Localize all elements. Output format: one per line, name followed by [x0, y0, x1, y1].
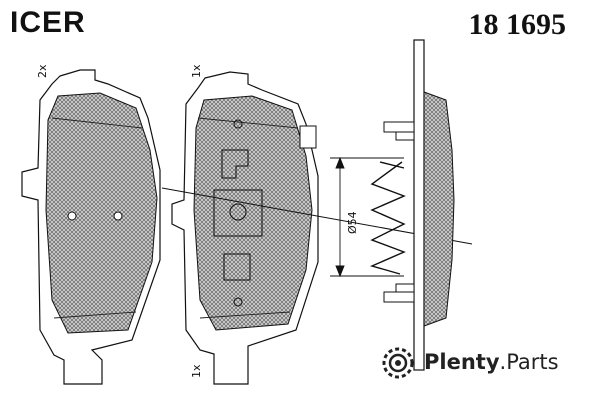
brake-pad-left: 2x — [21, 64, 161, 385]
pad-hole-left-1 — [67, 211, 77, 221]
quantity-label-left: 2x — [36, 64, 49, 78]
spring-clip-outline — [213, 119, 263, 307]
side-spring — [369, 161, 406, 275]
watermark-brand-suffix: .Parts — [499, 350, 559, 374]
quantity-label-middle-bottom: 1x — [190, 364, 203, 378]
quantity-label-middle-top: 1x — [190, 64, 203, 78]
pad-groove-left-2 — [53, 311, 137, 319]
diameter-label: Ø54 — [346, 211, 359, 234]
pad-hole-left-2 — [113, 211, 123, 221]
side-clip-bottom — [383, 283, 415, 303]
friction-material-left — [45, 92, 158, 334]
diameter-dimension — [330, 156, 404, 278]
wear-sensor-clip — [299, 125, 317, 149]
gear-wrench-icon — [382, 347, 414, 379]
watermark-brand-main: Plenty — [424, 350, 500, 374]
part-number: 18 1695 — [468, 8, 567, 41]
pad-groove-middle — [197, 117, 299, 129]
pad-groove-middle-2 — [199, 311, 291, 319]
pad-groove-left — [51, 117, 143, 129]
side-clip-top — [383, 121, 415, 141]
friction-material-middle — [193, 95, 313, 331]
brake-pad-side-view: Ø54 — [330, 39, 455, 371]
brand-logo-text: ICER — [10, 6, 86, 39]
side-backing-plate — [413, 39, 425, 371]
side-friction-material — [423, 91, 455, 327]
brake-pad-middle: 1x 1x — [171, 64, 319, 385]
watermark-text: Plenty.Parts — [424, 350, 559, 374]
